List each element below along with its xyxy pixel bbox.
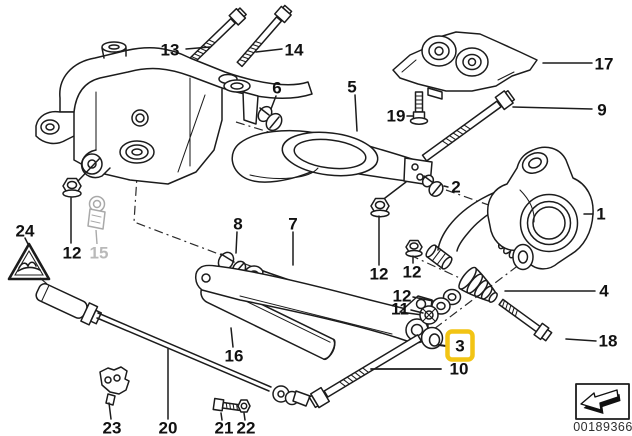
svg-text:11: 11: [391, 300, 409, 319]
part-label-10[interactable]: 10: [450, 360, 469, 379]
svg-text:9: 9: [597, 101, 606, 120]
highlight-box: [445, 329, 475, 362]
leader-lines: [24, 46, 597, 421]
svg-text:2: 2: [451, 178, 460, 197]
svg-text:22: 22: [237, 419, 256, 436]
part-label-11[interactable]: 11: [391, 300, 409, 319]
part-label-2[interactable]: 2: [451, 178, 460, 197]
part-18-bolt: [498, 298, 553, 342]
part-2-bushing: [421, 174, 444, 197]
part-21-bolt: [212, 397, 241, 412]
part-label-5[interactable]: 5: [347, 78, 356, 97]
svg-text:21: 21: [215, 419, 234, 436]
part-10-bolt: [308, 334, 422, 409]
part-label-19[interactable]: 19: [387, 107, 406, 126]
svg-text:14: 14: [285, 41, 304, 60]
part-label-22[interactable]: 22: [237, 419, 256, 436]
part-label-23[interactable]: 23: [103, 419, 122, 436]
overview-nav-button[interactable]: [575, 383, 630, 420]
svg-text:7: 7: [288, 215, 297, 234]
part-label-20[interactable]: 20: [159, 419, 178, 436]
part-label-17[interactable]: 17: [595, 55, 614, 74]
svg-text:12: 12: [370, 265, 389, 284]
part-14-bolt: [236, 4, 293, 68]
svg-text:8: 8: [233, 215, 242, 234]
part-label-6[interactable]: 6: [272, 79, 281, 98]
part-12-nut-c: [405, 239, 423, 258]
part-label-12[interactable]: 12: [63, 244, 82, 263]
part-15-clip-muted: [87, 195, 106, 230]
svg-text:13: 13: [161, 41, 180, 60]
part-label-12[interactable]: 12: [403, 263, 422, 282]
svg-text:12: 12: [393, 287, 412, 306]
part-label-1[interactable]: 1: [596, 205, 605, 224]
svg-text:16: 16: [225, 347, 244, 366]
part-1-wheel-carrier: [486, 146, 594, 271]
part-label-21[interactable]: 21: [215, 419, 234, 436]
part-label-14[interactable]: 14: [285, 41, 304, 60]
svg-text:20: 20: [159, 419, 178, 436]
svg-text:1: 1: [596, 205, 605, 224]
part-23-holder: [99, 366, 130, 406]
part-label-18[interactable]: 18: [599, 332, 618, 351]
svg-text:3: 3: [455, 337, 464, 356]
joint-pin: [425, 244, 453, 270]
svg-text:17: 17: [595, 55, 614, 74]
svg-text:4: 4: [599, 282, 609, 301]
svg-text:5: 5: [347, 78, 356, 97]
part-label-4[interactable]: 4: [599, 282, 609, 301]
part-22-nut: [237, 399, 251, 413]
part-12-nut-b: [370, 197, 390, 218]
part-label-3-highlighted[interactable]: 3: [445, 329, 475, 362]
part-label-15-muted[interactable]: 15: [90, 244, 109, 263]
part-13-bolt: [189, 7, 247, 64]
part-label-13[interactable]: 13: [161, 41, 180, 60]
part-20-rod: [35, 283, 311, 407]
svg-text:12: 12: [403, 263, 422, 282]
part-19-bolt: [409, 91, 429, 125]
part-17-mount: [392, 31, 538, 100]
svg-text:19: 19: [387, 107, 406, 126]
part-label-16[interactable]: 16: [225, 347, 244, 366]
part-6-bushing: [257, 105, 283, 132]
part-11-washer: [419, 305, 439, 325]
part-label-24[interactable]: 24: [16, 222, 35, 241]
svg-text:6: 6: [272, 79, 281, 98]
part-4-boot: [458, 266, 498, 303]
svg-text:10: 10: [450, 360, 469, 379]
svg-text:18: 18: [599, 332, 618, 351]
subframe-carrier: [35, 41, 313, 185]
part-label-9[interactable]: 9: [597, 101, 606, 120]
warning-triangle-icon: [7, 242, 51, 281]
part-9-bolt: [421, 89, 516, 162]
svg-text:24: 24: [16, 222, 35, 241]
part-12-nut-a: [62, 177, 82, 198]
image-number: 00189366: [573, 420, 632, 434]
svg-text:15: 15: [90, 244, 109, 263]
svg-text:23: 23: [103, 419, 122, 436]
part-label-12[interactable]: 12: [370, 265, 389, 284]
part-label-7[interactable]: 7: [288, 215, 297, 234]
part-label-12[interactable]: 12: [393, 287, 412, 306]
part-5-control-arm: [231, 129, 433, 186]
back-arrow-icon: [580, 389, 621, 414]
part-label-8[interactable]: 8: [233, 215, 242, 234]
svg-text:12: 12: [63, 244, 82, 263]
part-3-bushing: [420, 326, 444, 350]
